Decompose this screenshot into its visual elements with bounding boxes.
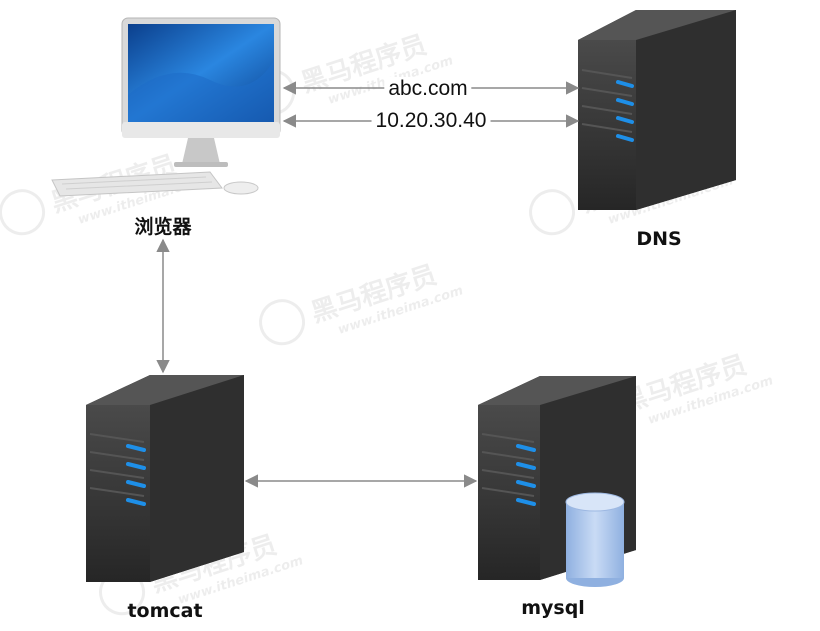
- tomcat-server-icon: [86, 375, 244, 582]
- response-label: 10.20.30.40: [371, 109, 491, 133]
- database-icon: [565, 492, 625, 587]
- browser-computer-icon: [51, 17, 281, 197]
- dns-label: DNS: [636, 228, 682, 250]
- browser-label: 浏览器: [134, 216, 192, 238]
- mysql-label: mysql: [521, 597, 585, 619]
- dns-server-icon: [578, 10, 736, 210]
- tomcat-label: tomcat: [127, 600, 203, 622]
- request-label: abc.com: [384, 77, 472, 101]
